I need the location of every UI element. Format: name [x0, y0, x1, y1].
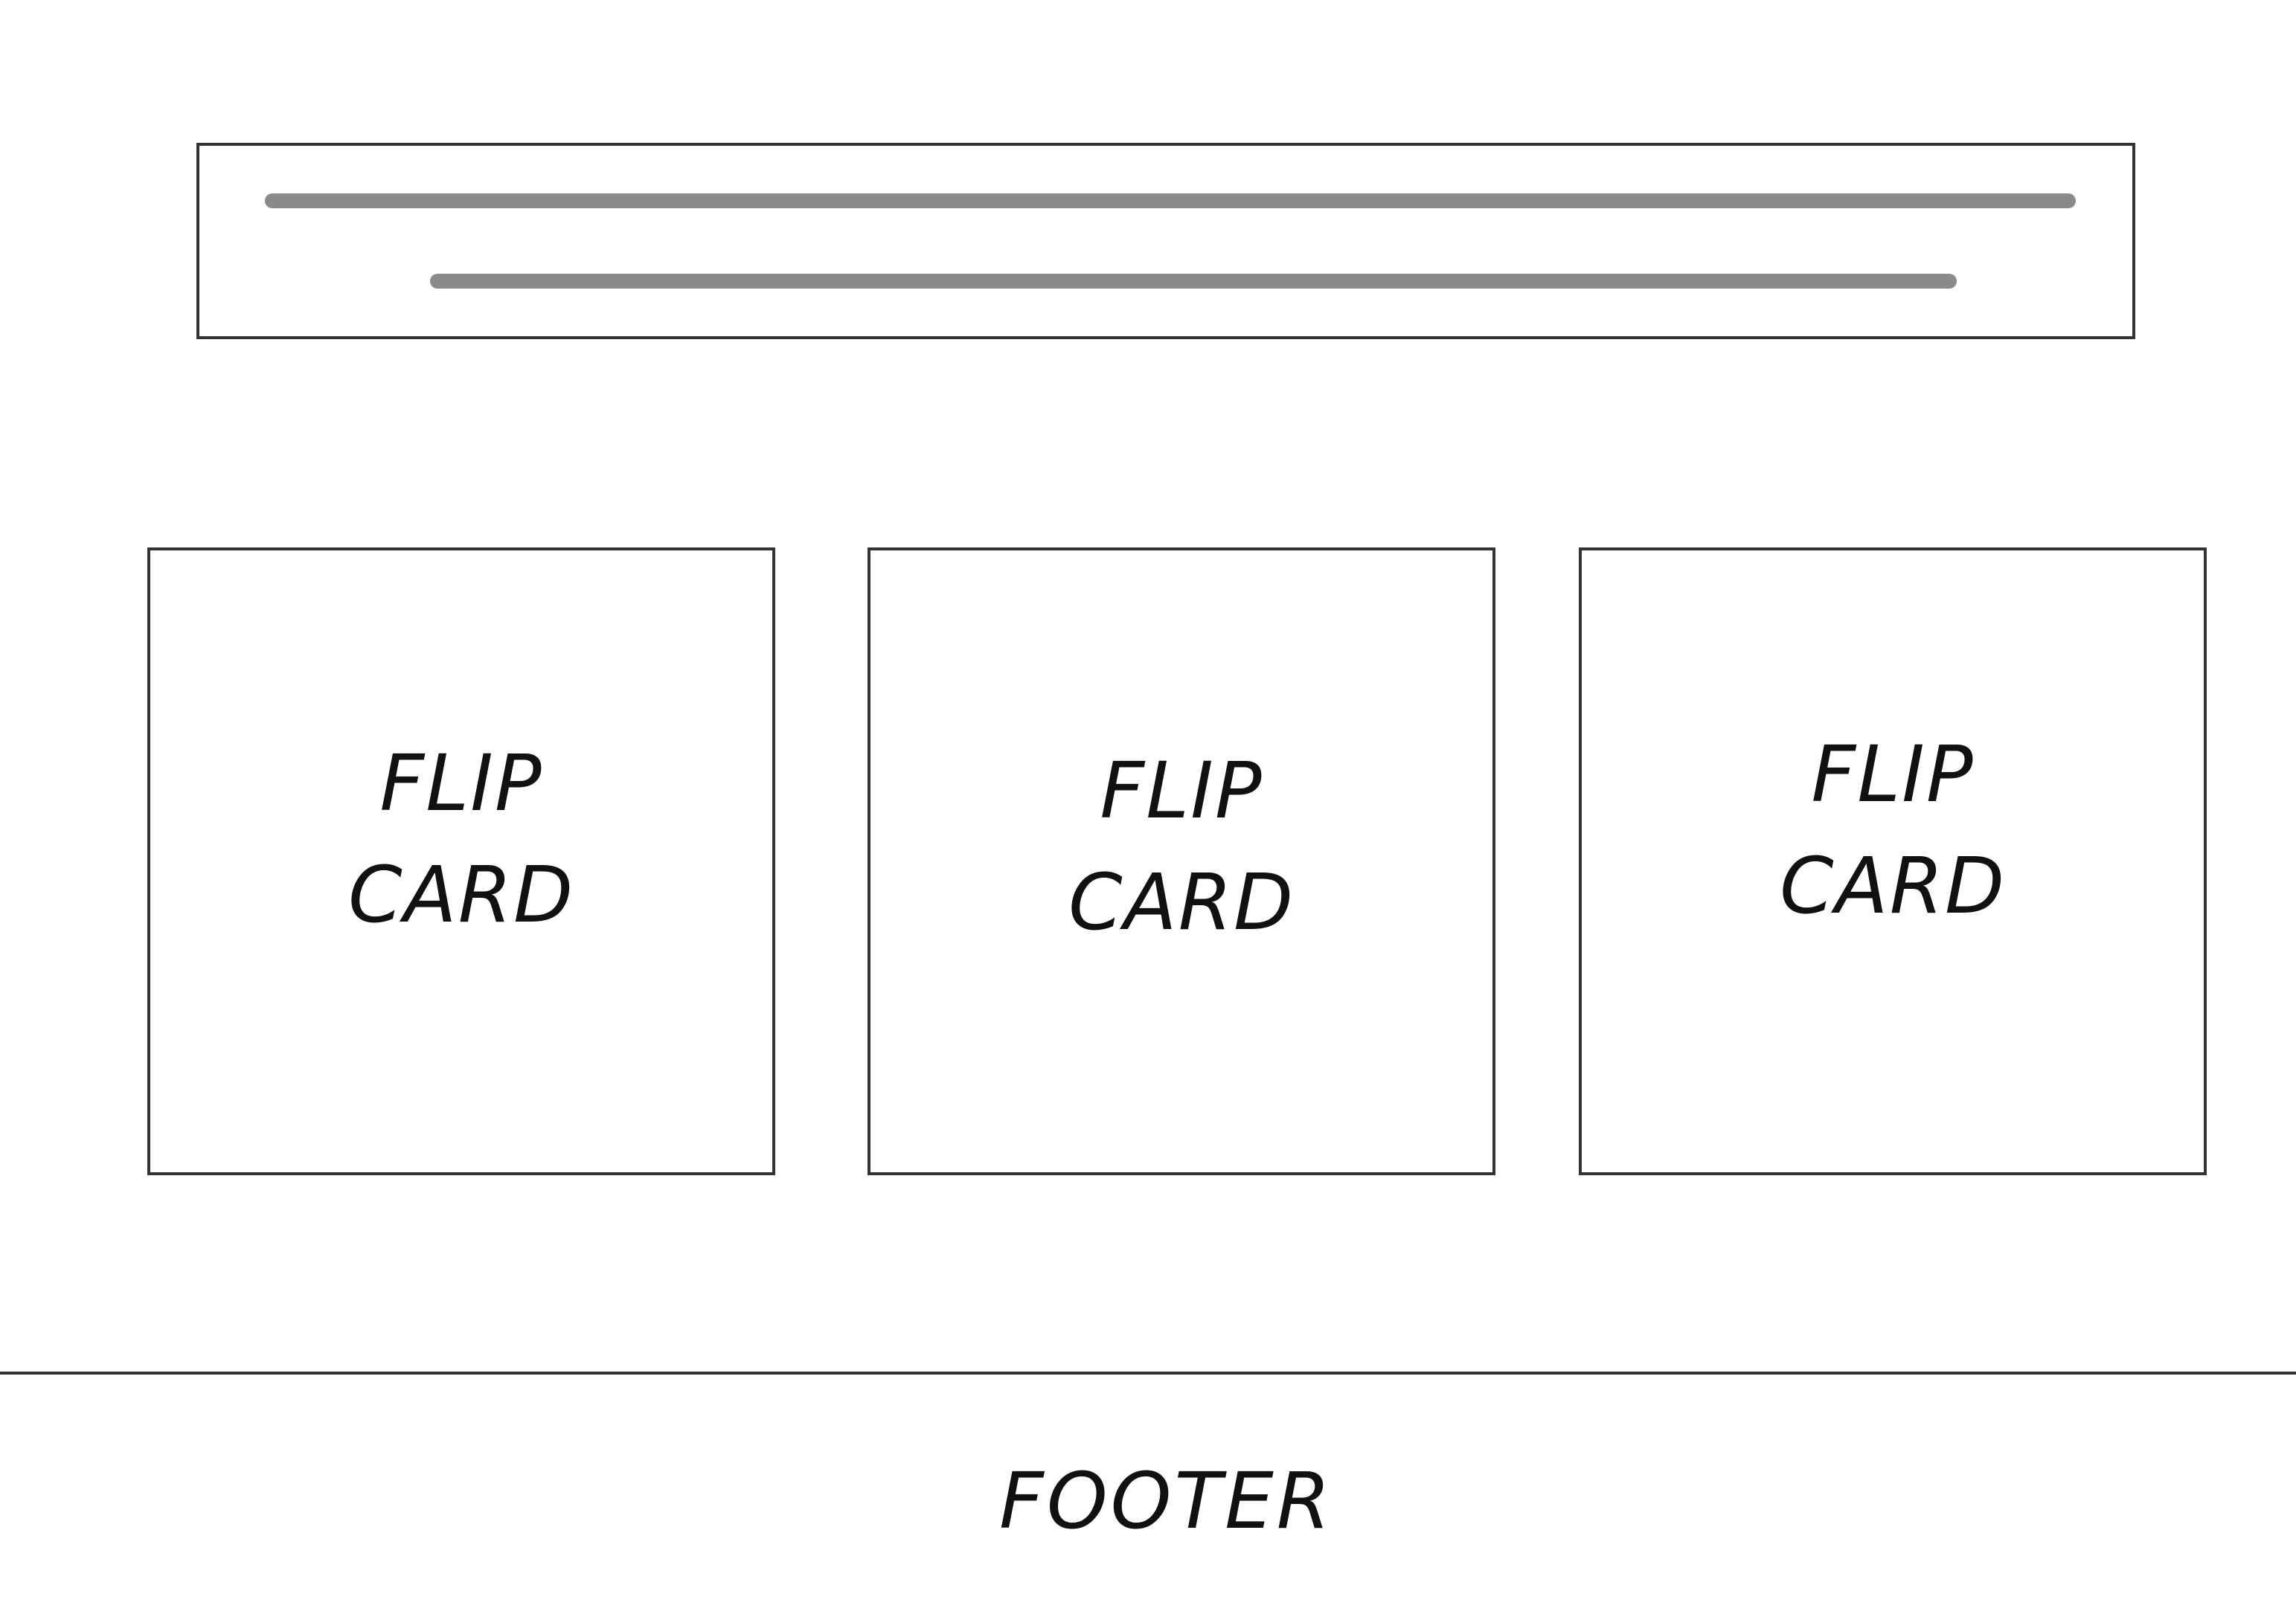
flip-card-2[interactable]: FLIP CARD: [868, 547, 1495, 1175]
header-placeholder-line-1: [265, 193, 2076, 208]
header-box: [196, 143, 2135, 339]
flip-card-label: FLIP CARD: [347, 738, 575, 940]
flip-card-3[interactable]: FLIP CARD: [1579, 547, 2207, 1175]
footer-label: FOOTER: [999, 1456, 1334, 1546]
flip-card-1[interactable]: FLIP CARD: [147, 547, 775, 1175]
footer-divider: [0, 1372, 2296, 1375]
header-placeholder-line-2: [430, 274, 1957, 289]
flip-card-label: FLIP CARD: [1779, 729, 2007, 931]
flip-card-label: FLIP CARD: [1068, 745, 1295, 948]
